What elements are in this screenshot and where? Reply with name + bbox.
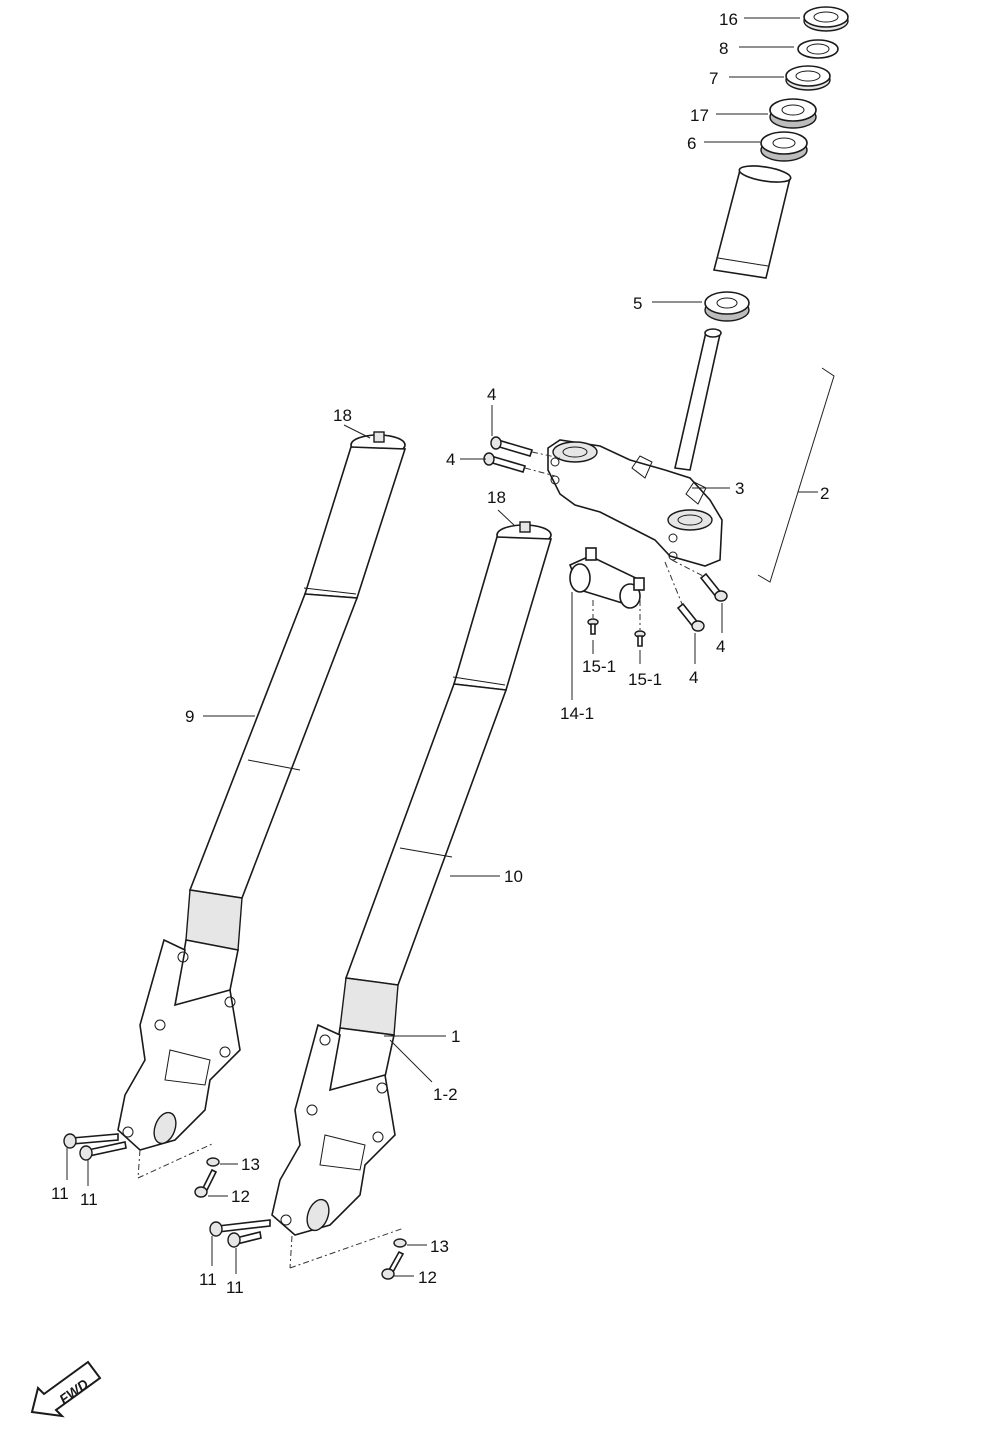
label-10: 10 <box>504 867 523 886</box>
label-18-b: 18 <box>487 488 506 507</box>
label-4-b: 4 <box>446 450 455 469</box>
label-3: 3 <box>735 479 744 498</box>
label-12-b: 12 <box>418 1268 437 1287</box>
part-11-bolt-right-a <box>209 1219 271 1237</box>
part-4-bolt-b <box>483 452 527 473</box>
label-6: 6 <box>687 134 696 153</box>
label-5: 5 <box>633 294 642 313</box>
part-16-lock-nut <box>803 6 849 32</box>
part-5-bearing <box>704 291 750 322</box>
label-17: 17 <box>690 106 709 125</box>
label-11-d: 11 <box>226 1278 244 1297</box>
part-6-bearing <box>760 131 808 162</box>
label-15-1-b: 15-1 <box>628 670 662 689</box>
label-4-d: 4 <box>689 668 698 687</box>
label-14-1: 14-1 <box>560 704 594 723</box>
part-17-bearing <box>769 98 817 129</box>
part-4-bolt-c <box>699 572 728 602</box>
label-11-c: 11 <box>199 1270 217 1289</box>
part-14-1-handlebar-clamp <box>568 547 645 609</box>
label-13-a: 13 <box>241 1155 260 1174</box>
label-11-b: 11 <box>80 1190 98 1209</box>
label-4-a: 4 <box>487 385 496 404</box>
part-12-bolt-right <box>381 1250 405 1280</box>
label-15-1-a: 15-1 <box>582 657 616 676</box>
label-8: 8 <box>719 39 728 58</box>
label-1-2: 1-2 <box>433 1085 458 1104</box>
label-13-b: 13 <box>430 1237 449 1256</box>
part-4-bolt-d <box>676 602 705 632</box>
part-7-nut <box>785 65 831 91</box>
label-9: 9 <box>185 707 194 726</box>
part-13-washer-right <box>393 1238 407 1248</box>
part-15-1-screw-b <box>634 630 646 647</box>
label-11-a: 11 <box>51 1184 69 1203</box>
label-18-a: 18 <box>333 406 352 425</box>
part-10-right-fork <box>271 521 553 1236</box>
part-4-bolt-a <box>490 436 534 457</box>
part-8-washer <box>797 39 839 59</box>
label-1: 1 <box>451 1027 460 1046</box>
part-12-bolt-left <box>194 1168 218 1198</box>
label-2: 2 <box>820 484 829 503</box>
label-12-a: 12 <box>231 1187 250 1206</box>
part-11-bolt-left-a <box>63 1133 119 1149</box>
part-11-bolt-right-b <box>227 1231 262 1248</box>
label-16: 16 <box>719 10 738 29</box>
label-4-c: 4 <box>716 637 725 656</box>
part-15-1-screw-a <box>587 618 599 635</box>
label-7: 7 <box>709 69 718 88</box>
fwd-arrow-icon: FWD <box>30 1360 102 1418</box>
part-3-steering-stem-clamp <box>547 328 723 567</box>
part-9-left-fork <box>117 431 407 1151</box>
part-13-washer-left <box>206 1157 220 1167</box>
part-11-bolt-left-b <box>79 1141 127 1161</box>
steering-tube-cover <box>713 165 792 279</box>
